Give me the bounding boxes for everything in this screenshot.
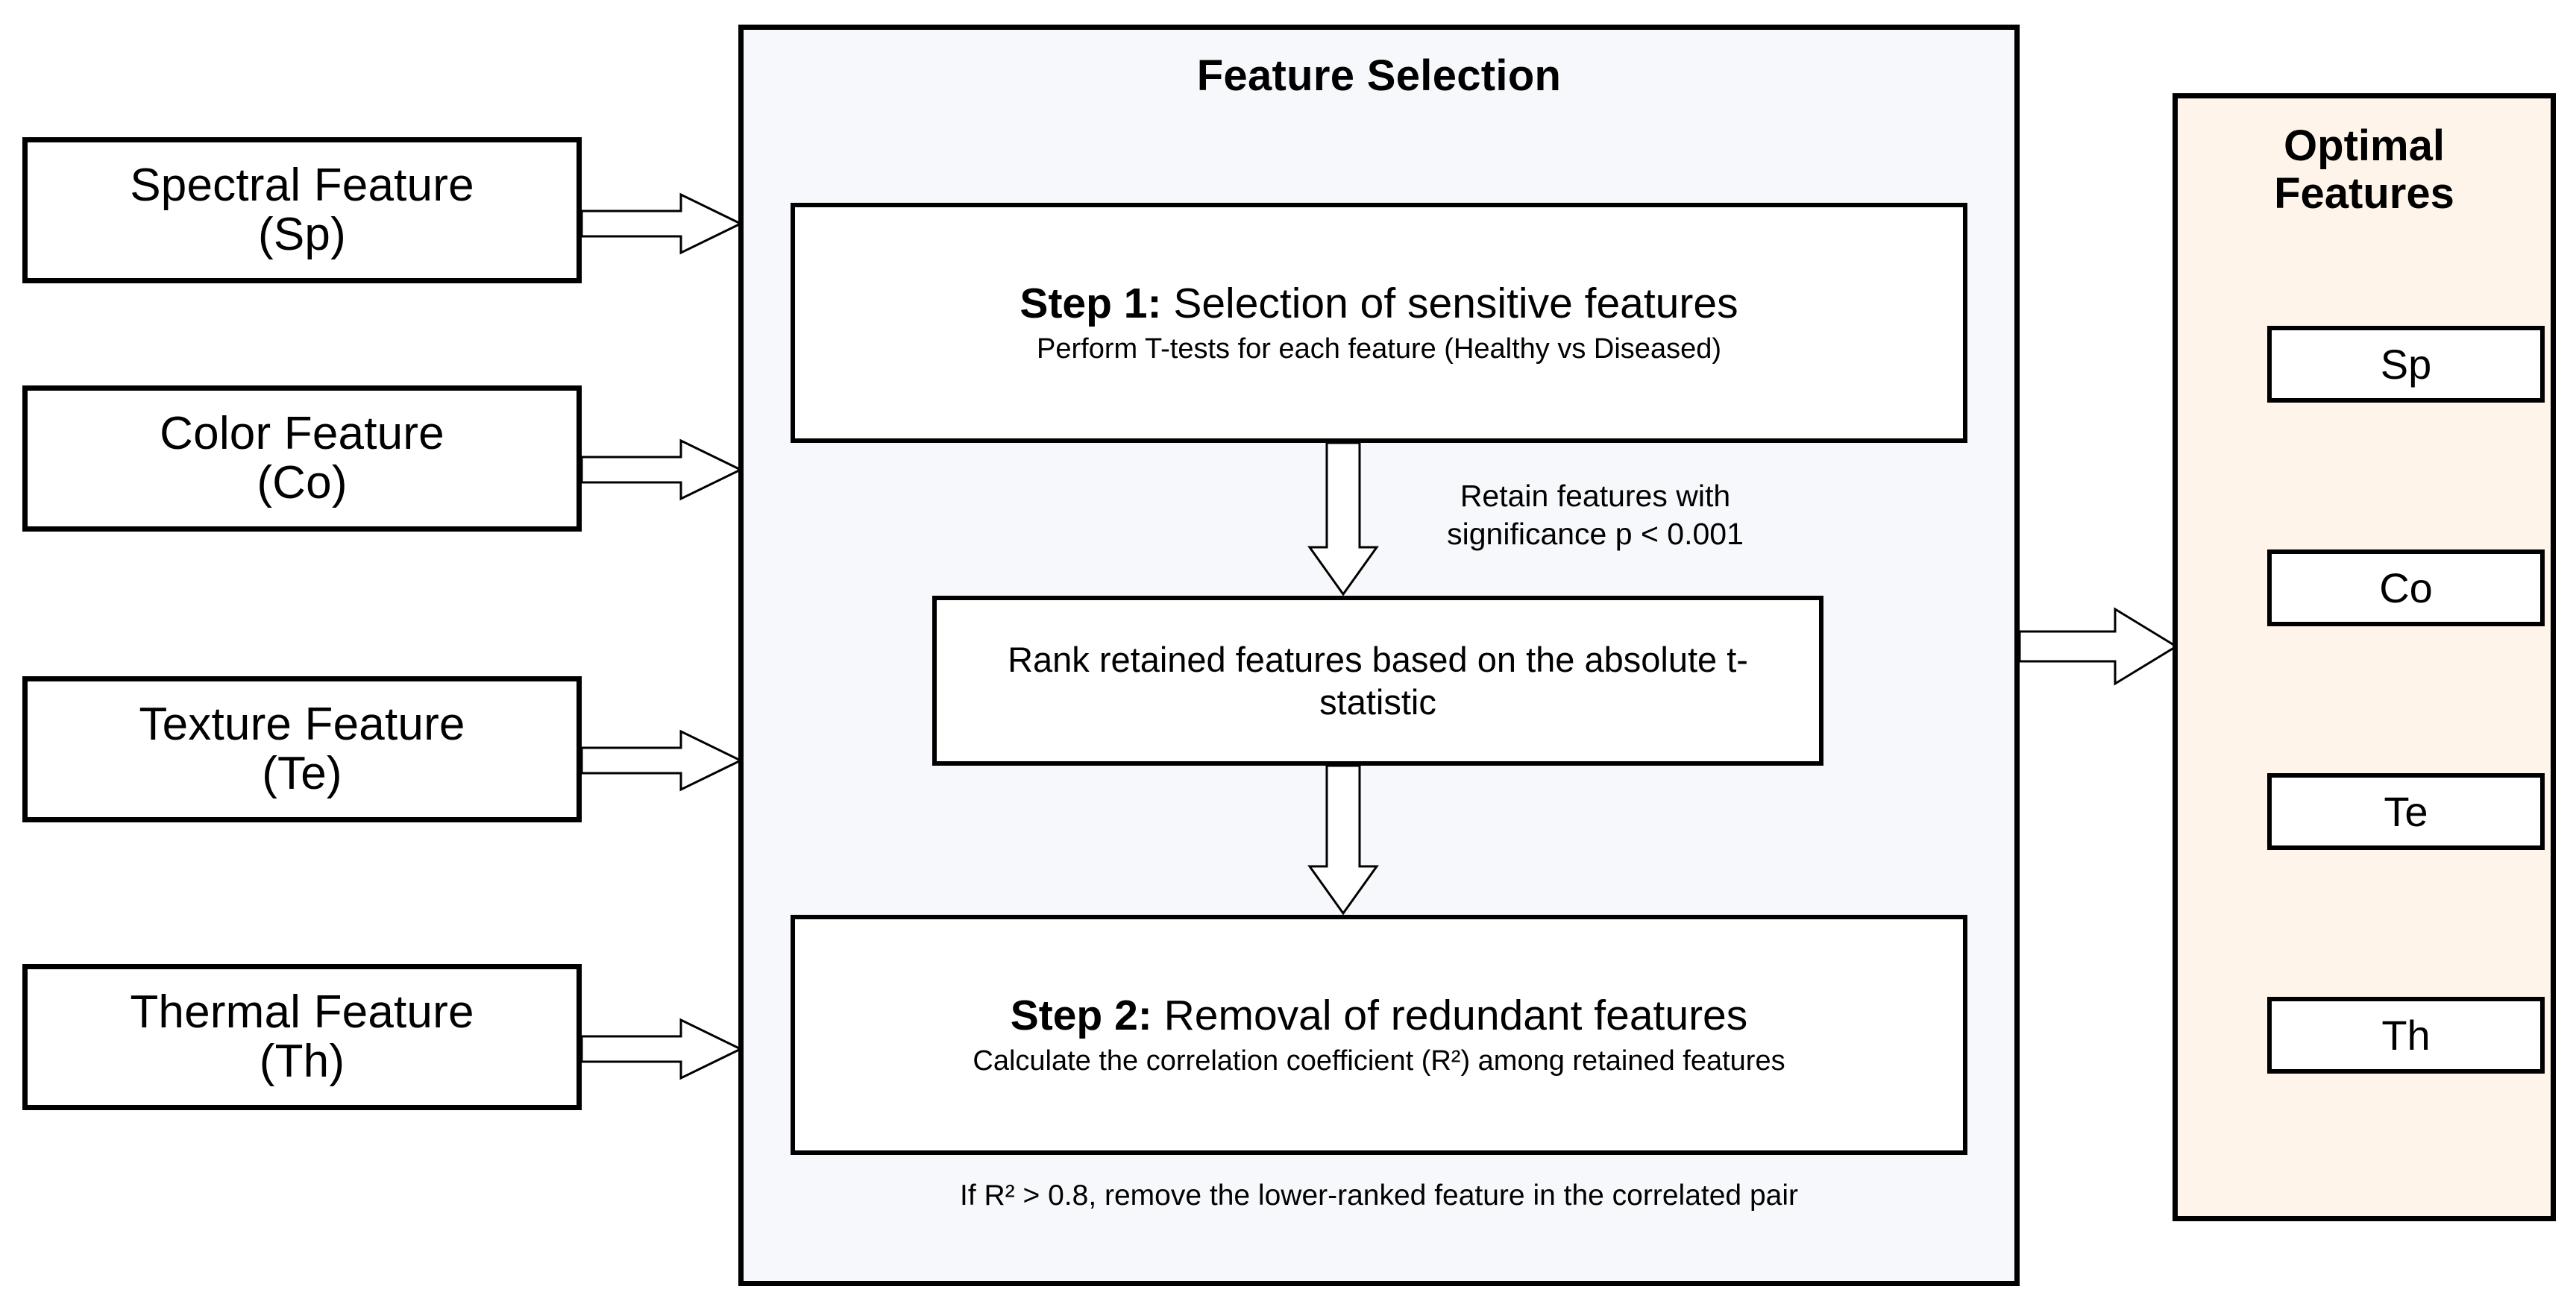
- optimal-features-title-line1: Optimal: [2284, 122, 2445, 170]
- optimal-item-co: Co: [2267, 549, 2545, 626]
- arrow-thermal-to-panel: [582, 1018, 742, 1080]
- input-box-spectral: Spectral Feature (Sp): [22, 137, 582, 283]
- step-1-heading-text: Selection of sensitive features: [1173, 279, 1738, 327]
- arrow-color-to-panel: [582, 438, 742, 501]
- input-box-thermal-line1: Thermal Feature: [130, 986, 474, 1039]
- step-1-heading: Step 1: Selection of sensitive features: [1020, 280, 1738, 328]
- optimal-item-sp: Sp: [2267, 326, 2545, 403]
- input-box-color-line2: (Co): [257, 457, 348, 508]
- retain-features-label-line2: significance p < 0.001: [1447, 517, 1744, 552]
- input-box-color: Color Feature (Co): [22, 385, 582, 532]
- feature-selection-panel: Feature Selection Step 1: Selection of s…: [738, 25, 2020, 1286]
- input-box-thermal-line2: (Th): [259, 1036, 345, 1087]
- feature-selection-footnote: If R² > 0.8, remove the lower-ranked fea…: [960, 1179, 1798, 1212]
- input-box-texture: Texture Feature (Te): [22, 676, 582, 822]
- input-box-spectral-line2: (Sp): [258, 209, 346, 260]
- arrow-step1-to-rank: [1307, 443, 1379, 596]
- rank-features-box: Rank retained features based on the abso…: [932, 596, 1823, 766]
- arrow-rank-to-step2: [1307, 766, 1379, 915]
- arrow-spectral-to-panel: [582, 192, 742, 255]
- input-box-texture-line1: Texture Feature: [139, 699, 465, 751]
- retain-features-label-line1: Retain features with: [1460, 479, 1731, 513]
- arrow-texture-to-panel: [582, 729, 742, 792]
- input-box-texture-line2: (Te): [262, 748, 342, 799]
- input-box-spectral-line1: Spectral Feature: [130, 160, 474, 212]
- step-1-subtext: Perform T-tests for each feature (Health…: [1037, 333, 1721, 365]
- step-2-label: Step 2:: [1010, 991, 1152, 1039]
- arrow-panel-to-optimal: [2020, 607, 2178, 686]
- step-1-label: Step 1:: [1020, 279, 1162, 327]
- optimal-features-title-line2: Features: [2274, 168, 2454, 218]
- optimal-features-panel: Optimal Features Sp Co Te Th: [2173, 93, 2556, 1221]
- step-2-subtext: Calculate the correlation coefficient (R…: [973, 1045, 1785, 1077]
- optimal-item-th: Th: [2267, 997, 2545, 1074]
- step-2-heading-text: Removal of redundant features: [1163, 991, 1748, 1039]
- step-1-box: Step 1: Selection of sensitive features …: [791, 203, 1967, 443]
- input-box-color-line1: Color Feature: [160, 408, 444, 460]
- input-box-thermal: Thermal Feature (Th): [22, 964, 582, 1110]
- retain-features-label: Retain features with significance p < 0.…: [1394, 477, 1797, 554]
- optimal-item-te: Te: [2267, 773, 2545, 850]
- step-2-heading: Step 2: Removal of redundant features: [1011, 992, 1748, 1040]
- optimal-features-title: Optimal Features: [2178, 122, 2551, 218]
- feature-selection-title: Feature Selection: [1196, 51, 1562, 100]
- step-2-box: Step 2: Removal of redundant features Ca…: [791, 915, 1967, 1155]
